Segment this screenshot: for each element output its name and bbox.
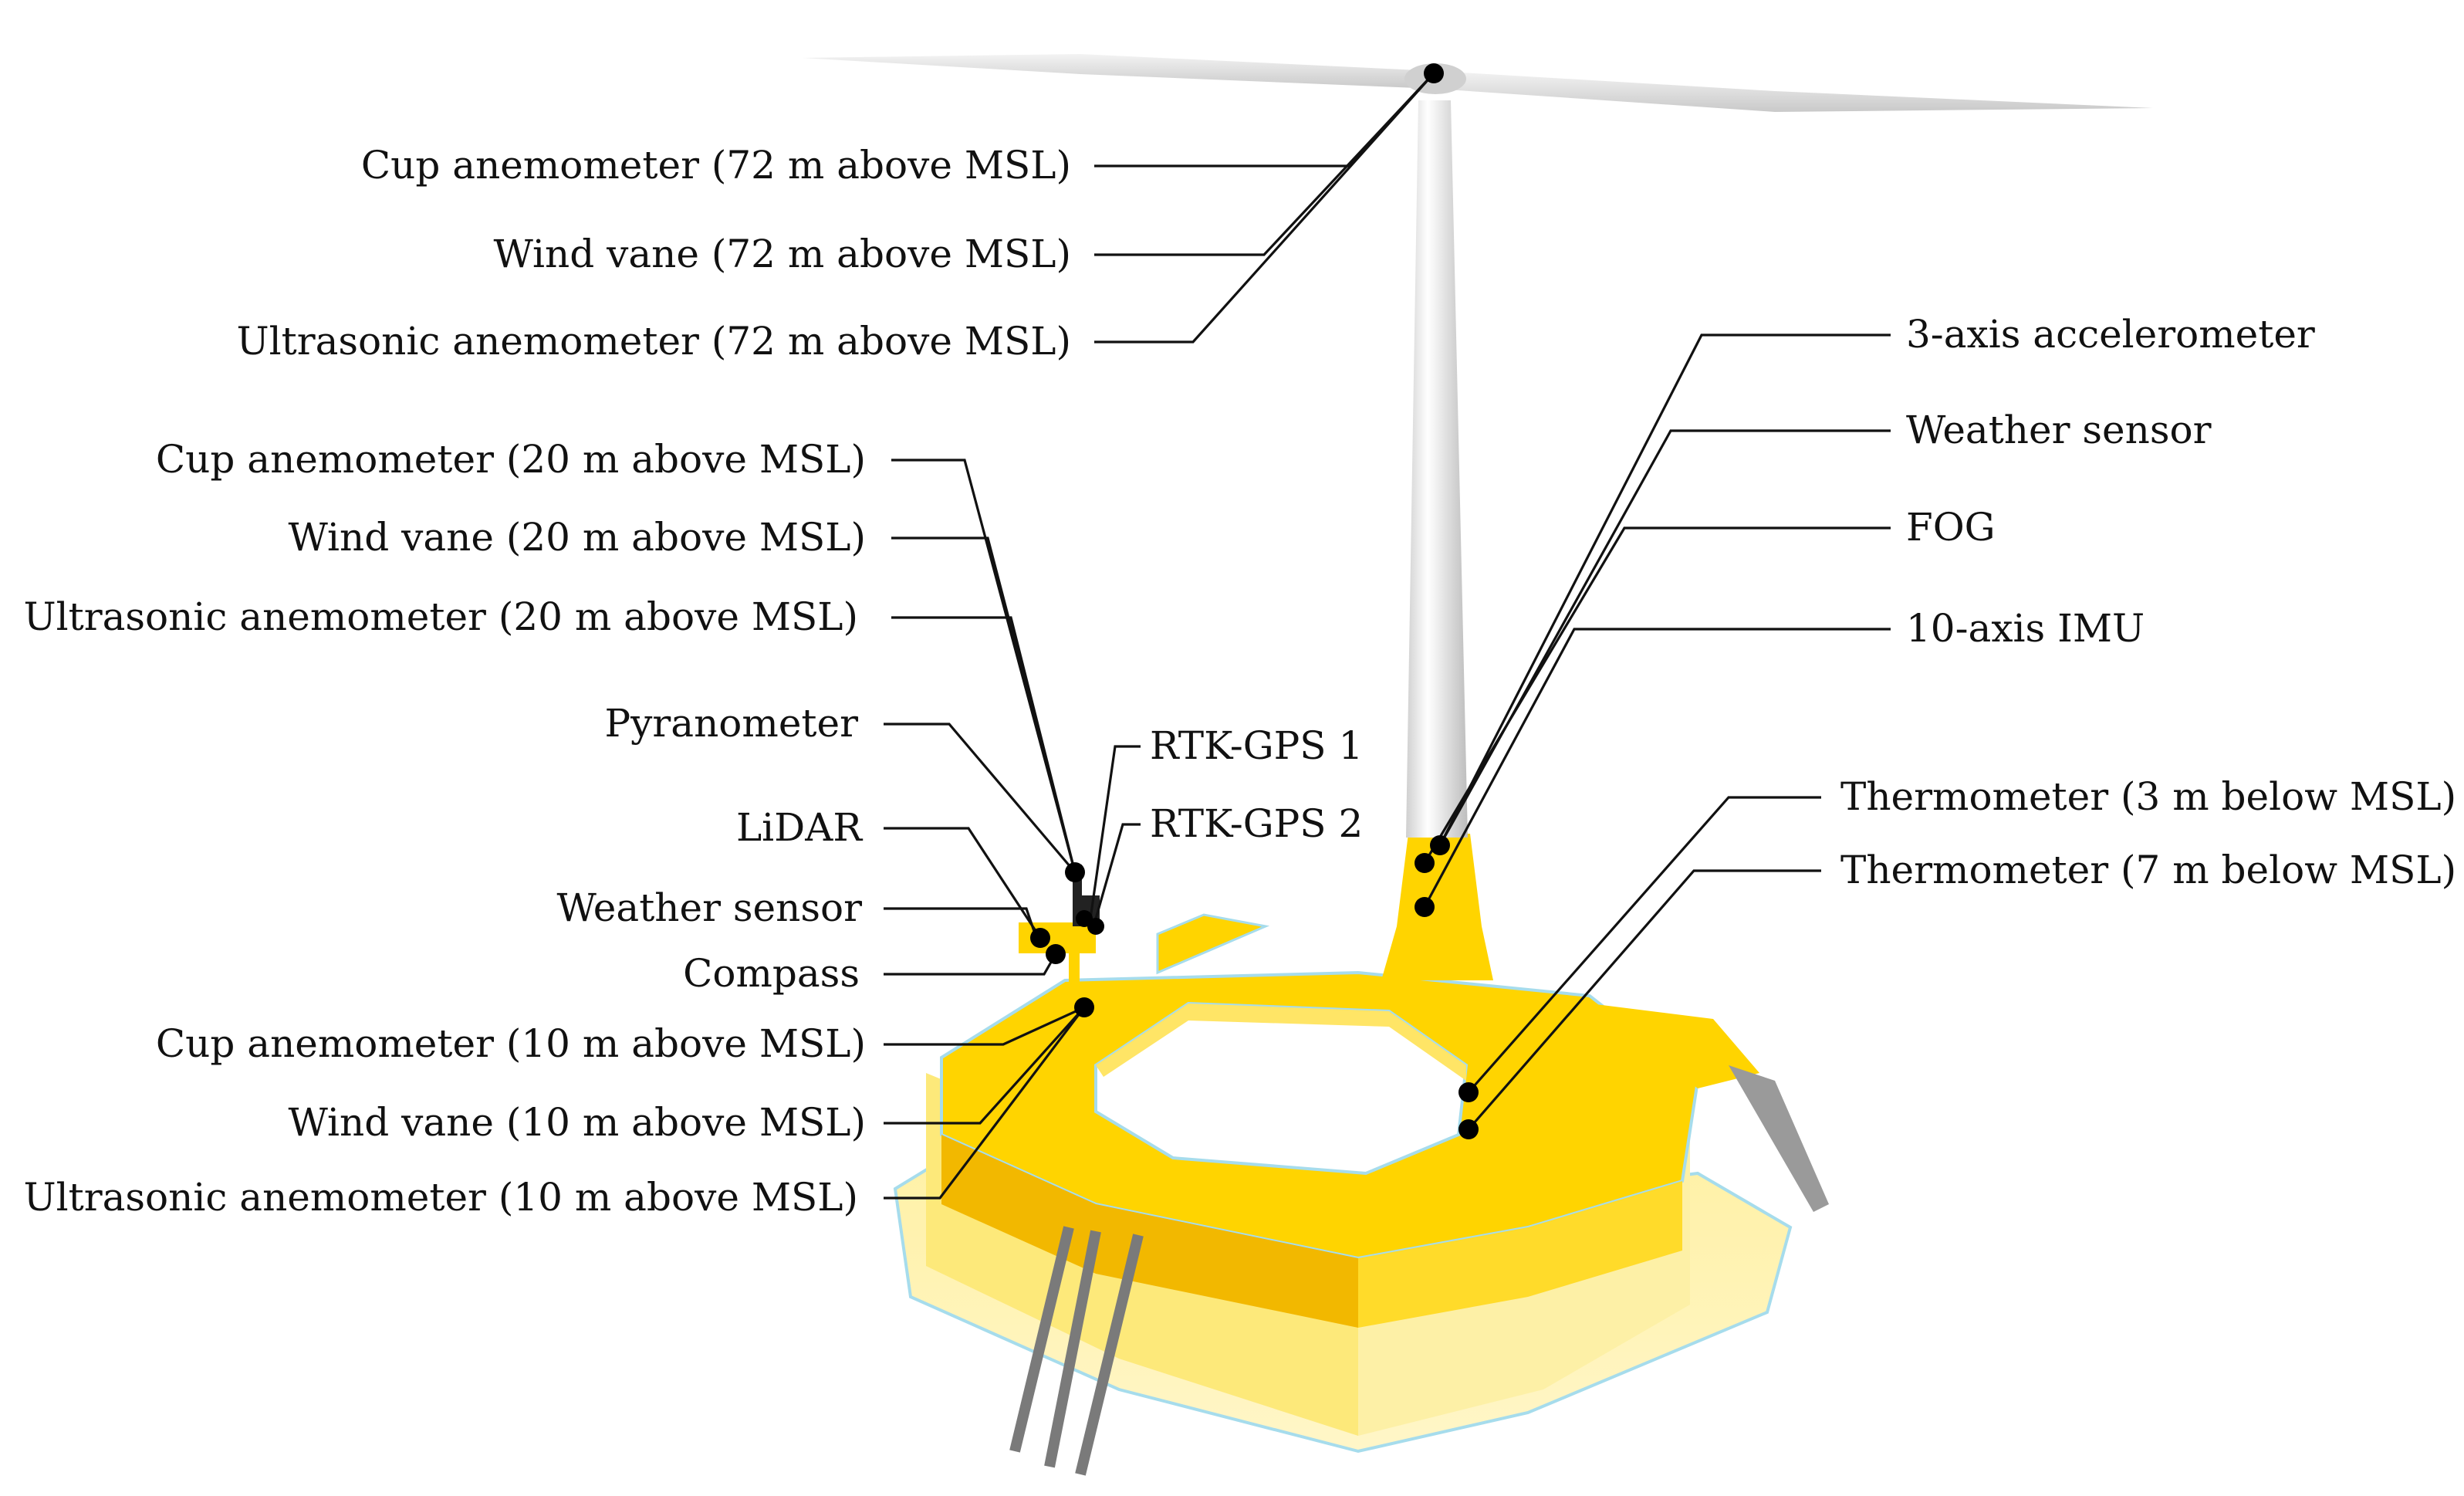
marker-mast-10m bbox=[1074, 997, 1094, 1017]
leader-weather-sensor-left bbox=[884, 907, 1038, 939]
leader-thermometer-7m bbox=[1467, 869, 1821, 1131]
leader-vane-10 bbox=[884, 1006, 1086, 1125]
label-weather-sensor-left: Weather sensor bbox=[556, 885, 862, 930]
left-deck-rail bbox=[1156, 913, 1270, 975]
leader-cup-20 bbox=[891, 459, 1077, 873]
leader-cup-10 bbox=[884, 1006, 1085, 1046]
labels-center: RTK-GPS 1 RTK-GPS 2 bbox=[1150, 723, 1363, 846]
labels-right: 3-axis accelerometer Weather sensor FOG … bbox=[1840, 312, 2456, 892]
label-fog: FOG bbox=[1906, 505, 1996, 550]
leader-vane-72 bbox=[1094, 72, 1435, 256]
turbine-illustration bbox=[803, 54, 2153, 1476]
leader-weather-sensor-right bbox=[1438, 429, 1891, 846]
label-wind-vane-10m: Wind vane (10 m above MSL) bbox=[289, 1100, 867, 1145]
label-lidar: LiDAR bbox=[736, 805, 863, 850]
leader-rtk-gps-1 bbox=[1089, 745, 1141, 919]
label-ultrasonic-anemometer-72m: Ultrasonic anemometer (72 m above MSL) bbox=[236, 319, 1071, 364]
leader-fog bbox=[1423, 526, 1891, 864]
leader-accelerometer bbox=[1438, 333, 1891, 846]
leader-thermometer-3m bbox=[1467, 796, 1821, 1094]
leader-ultrasonic-72 bbox=[1094, 72, 1435, 344]
label-3-axis-accelerometer: 3-axis accelerometer bbox=[1906, 312, 2315, 357]
tower bbox=[1406, 100, 1468, 838]
leader-ultrasonic-20 bbox=[891, 616, 1077, 873]
marker-accelerometer bbox=[1430, 835, 1450, 855]
platform-right-face bbox=[1358, 1181, 1682, 1328]
label-thermometer-3m: Thermometer (3 m below MSL) bbox=[1840, 774, 2456, 819]
label-thermometer-7m: Thermometer (7 m below MSL) bbox=[1840, 848, 2456, 892]
platform-front-face bbox=[941, 1135, 1358, 1328]
leader-ultrasonic-10 bbox=[884, 1007, 1086, 1200]
label-weather-sensor-right: Weather sensor bbox=[1906, 408, 2212, 452]
label-pyranometer: Pyranometer bbox=[605, 701, 859, 746]
right-wing bbox=[1590, 1004, 1759, 1088]
label-wind-vane-72m: Wind vane (72 m above MSL) bbox=[494, 232, 1072, 276]
label-wind-vane-20m: Wind vane (20 m above MSL) bbox=[289, 515, 867, 560]
marker-lidar bbox=[1030, 928, 1050, 948]
label-ultrasonic-anemometer-10m: Ultrasonic anemometer (10 m above MSL) bbox=[23, 1175, 858, 1220]
leader-lines bbox=[884, 72, 1891, 1200]
labels-left: Cup anemometer (72 m above MSL) Wind van… bbox=[23, 143, 1071, 1220]
marker-thermometer-7m bbox=[1458, 1119, 1479, 1139]
leader-pyranometer bbox=[884, 723, 1077, 874]
label-cup-anemometer-72m: Cup anemometer (72 m above MSL) bbox=[361, 143, 1071, 188]
leader-rtk-gps-2 bbox=[1093, 823, 1141, 925]
label-rtk-gps-2: RTK-GPS 2 bbox=[1150, 801, 1363, 846]
marker-fog bbox=[1415, 853, 1435, 873]
label-rtk-gps-1: RTK-GPS 1 bbox=[1150, 723, 1363, 768]
label-ultrasonic-anemometer-20m: Ultrasonic anemometer (20 m above MSL) bbox=[23, 594, 858, 639]
leader-imu bbox=[1423, 628, 1891, 908]
moonpool-inner-wall bbox=[1096, 1004, 1466, 1081]
label-compass: Compass bbox=[683, 951, 860, 996]
leader-cup-72 bbox=[1094, 72, 1435, 168]
label-cup-anemometer-10m: Cup anemometer (10 m above MSL) bbox=[156, 1021, 866, 1066]
leader-compass bbox=[884, 953, 1057, 976]
leader-vane-20 bbox=[891, 536, 1077, 873]
marker-thermometer-3m bbox=[1458, 1082, 1479, 1102]
sensor-markers bbox=[1030, 63, 1479, 1139]
rotor-blade-left bbox=[803, 54, 1435, 89]
marker-imu bbox=[1415, 897, 1435, 917]
mooring-ladders bbox=[1009, 1226, 1144, 1476]
marker-rtk-gps-2 bbox=[1087, 918, 1104, 935]
leader-lidar bbox=[884, 827, 1042, 939]
label-cup-anemometer-20m: Cup anemometer (20 m above MSL) bbox=[156, 437, 866, 482]
marker-mast-top bbox=[1065, 862, 1085, 882]
rotor-blade-right bbox=[1435, 71, 2153, 112]
label-10-axis-imu: 10-axis IMU bbox=[1906, 606, 2145, 651]
tower-base bbox=[1381, 834, 1493, 980]
right-ladder bbox=[1729, 1065, 1829, 1212]
marker-compass bbox=[1046, 944, 1066, 964]
marker-nacelle bbox=[1424, 63, 1444, 83]
